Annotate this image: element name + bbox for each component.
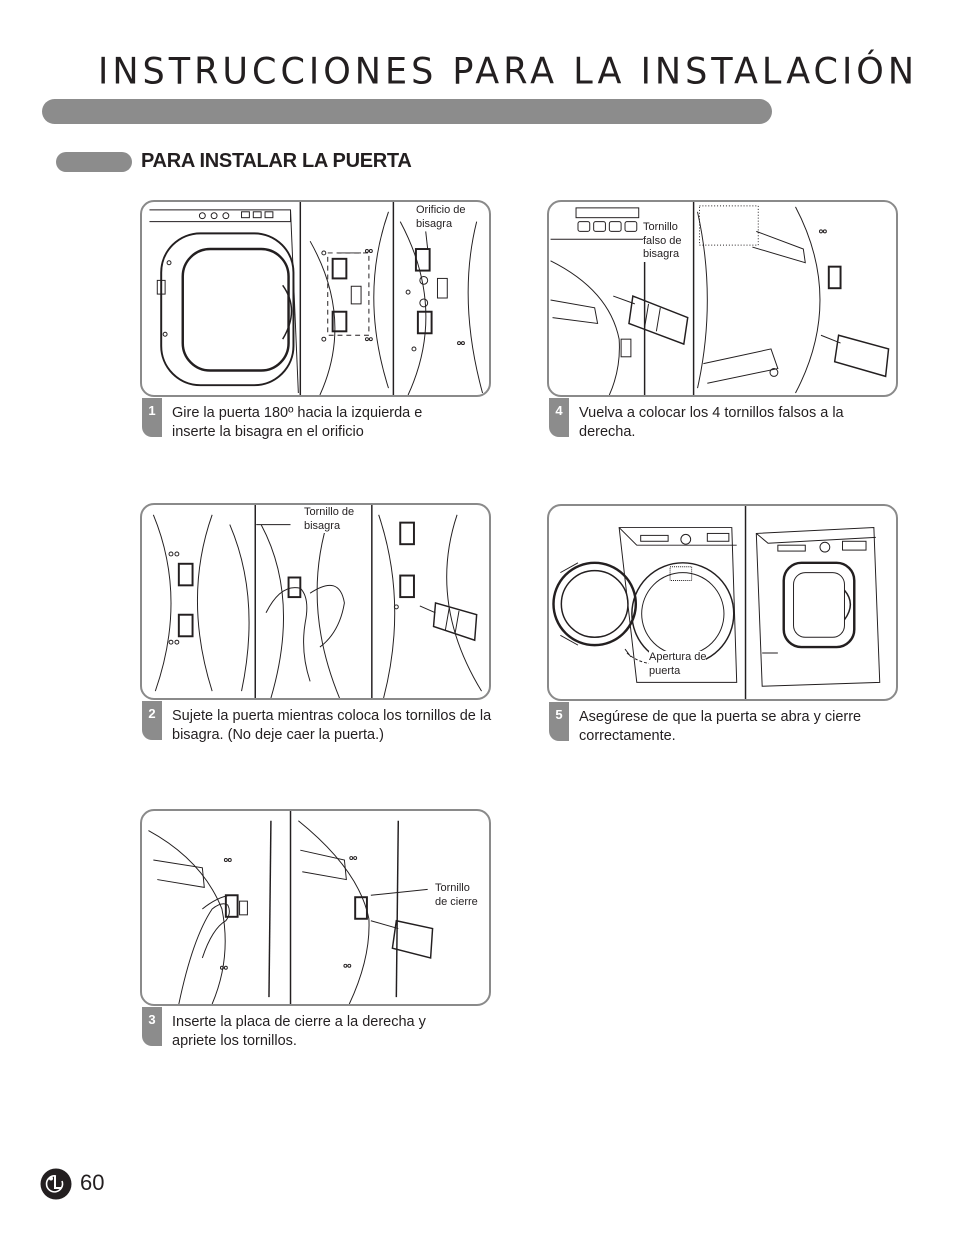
step-1-callout: Orificio de bisagra (416, 204, 466, 231)
step-4-callout: Tornillo falso de bisagra (643, 221, 682, 262)
step-2-badge: 2 (142, 701, 162, 740)
section-pill (56, 152, 132, 172)
step-3-drawing (148, 811, 434, 1004)
step-5-text: Asegúrese de que la puerta se abra y cie… (579, 709, 862, 744)
step-3-badge: 3 (142, 1007, 162, 1046)
step-2-callout: Tornillo de bisagra (304, 506, 355, 533)
page-number: 60 (80, 1170, 105, 1195)
step-1-badge: 1 (142, 398, 162, 437)
step-3-callout: Tornillo de cierre (435, 882, 478, 909)
step-2-drawing (152, 505, 482, 698)
step-2-text: Sujete la puerta mientras coloca los tor… (172, 708, 492, 743)
step-5-drawing (552, 506, 881, 699)
step-5-callout: Apertura de puerta (649, 651, 707, 678)
step-2-illustration (140, 503, 491, 700)
step-5-illustration (547, 504, 898, 701)
step-5-badge: 5 (549, 702, 569, 741)
step-3-text: Inserte la placa de cierre a la derecha … (172, 1014, 426, 1049)
step-4-illustration (547, 200, 898, 397)
step-4-drawing (550, 202, 890, 395)
lg-logo-icon (40, 1168, 72, 1200)
step-1-illustration (140, 200, 491, 397)
step-1-drawing (149, 202, 484, 395)
section-title: PARA INSTALAR LA PUERTA (141, 150, 412, 172)
step-4-badge: 4 (549, 398, 569, 437)
page-title: INSTRUCCIONES PARA LA INSTALACIÓN (98, 51, 919, 93)
step-1-text: Gire la puerta 180º hacia la izquierda e… (172, 405, 423, 440)
step-4-text: Vuelva a colocar los 4 tornillos falsos … (579, 405, 844, 440)
step-3-illustration (140, 809, 491, 1006)
title-bar (42, 99, 772, 124)
